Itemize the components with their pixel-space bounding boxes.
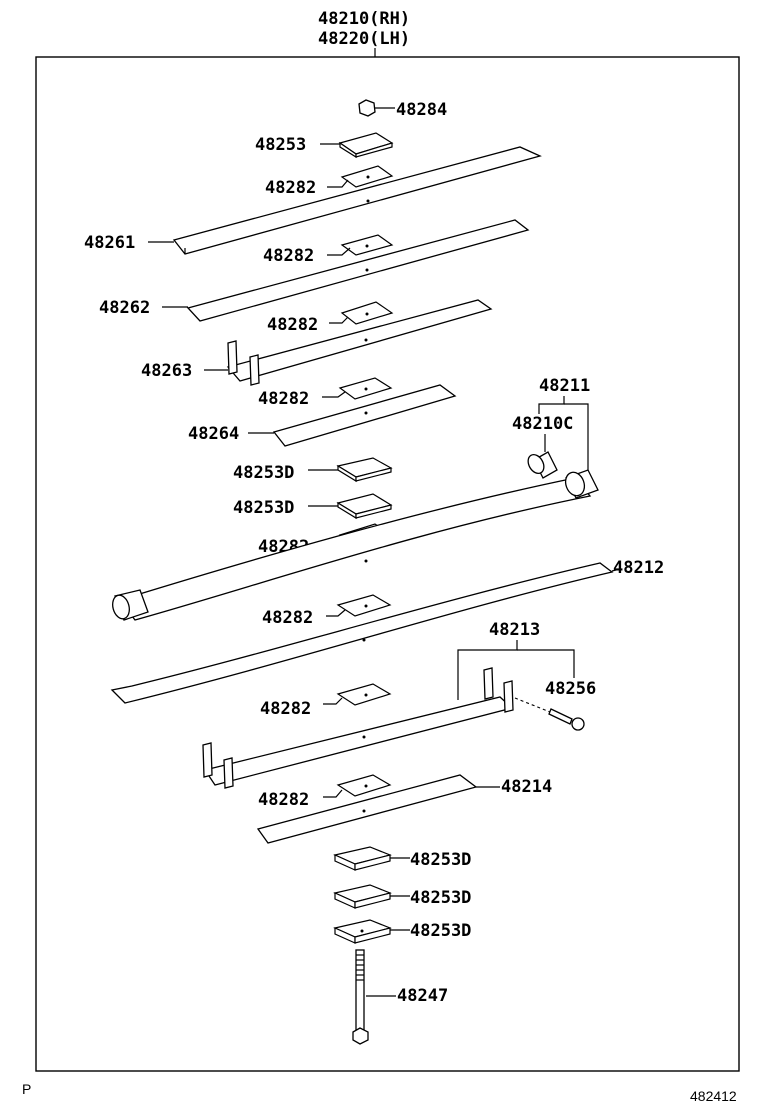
- bracket-48213: [457, 640, 575, 700]
- bracket-48211: [538, 396, 589, 480]
- callout-48284: 48284: [396, 100, 447, 120]
- bushing-48210c: [527, 451, 558, 479]
- callout-48253d-2: 48253D: [233, 498, 294, 518]
- callout-48282-8: 48282: [258, 790, 309, 810]
- leaf-48261: [148, 146, 542, 255]
- callout-48247: 48247: [397, 986, 448, 1006]
- callout-48253d-5: 48253D: [410, 921, 471, 941]
- callout-48210c: 48210C: [512, 414, 573, 434]
- callout-48282-3: 48282: [267, 315, 318, 335]
- callout-48282-7: 48282: [260, 699, 311, 719]
- spacer-48253d-d: [333, 884, 410, 909]
- leaf-48214: [256, 774, 500, 844]
- pad-48282-h: [323, 774, 392, 798]
- bolt-48256: [514, 697, 585, 731]
- plate-48253: [320, 132, 394, 159]
- callout-48253: 48253: [255, 135, 306, 155]
- pad-48282-a: [327, 165, 394, 188]
- spacer-48253d-e: [333, 919, 410, 944]
- center-bolt-48247: [352, 949, 396, 1045]
- callout-48253d-4: 48253D: [410, 888, 471, 908]
- callout-48253d-3: 48253D: [410, 850, 471, 870]
- callout-48282-2: 48282: [263, 246, 314, 266]
- pad-48282-c: [329, 301, 394, 325]
- callout-48213: 48213: [489, 620, 540, 640]
- callout-48261: 48261: [84, 233, 135, 253]
- pad-48253d-a: [308, 457, 393, 483]
- pad-48282-g: [323, 683, 392, 706]
- callout-48211: 48211: [539, 376, 590, 396]
- callout-48212: 48212: [613, 558, 664, 578]
- leaf-48263: [204, 299, 493, 386]
- callout-48256: 48256: [545, 679, 596, 699]
- pad-48282-d: [322, 377, 393, 400]
- leaf-48262: [162, 219, 530, 322]
- footer-left-code: P: [22, 1081, 31, 1097]
- footer-figure-number: 482412: [690, 1088, 737, 1104]
- assembly-number-rh: 48210(RH): [318, 9, 410, 29]
- callout-48262: 48262: [99, 298, 150, 318]
- leaf-48212: [110, 562, 621, 704]
- main-leaf-48211: [112, 469, 599, 621]
- callout-48282-1: 48282: [265, 178, 316, 198]
- pad-48282-f: [326, 594, 392, 617]
- assembly-number-lh: 48220(LH): [318, 29, 410, 49]
- callout-48253d-1: 48253D: [233, 463, 294, 483]
- callout-48214: 48214: [501, 777, 552, 797]
- pad-48253d-b: [308, 493, 393, 520]
- spacer-48253d-c: [333, 846, 410, 871]
- callout-48282-6: 48282: [262, 608, 313, 628]
- callout-48282-4: 48282: [258, 389, 309, 409]
- callout-48263: 48263: [141, 361, 192, 381]
- leaf-48213: [202, 667, 514, 789]
- nut-48284: [358, 99, 395, 117]
- leaf-48264: [248, 384, 457, 447]
- pad-48282-b: [327, 234, 394, 256]
- callout-48264: 48264: [188, 424, 239, 444]
- diagram-frame: [35, 56, 740, 1072]
